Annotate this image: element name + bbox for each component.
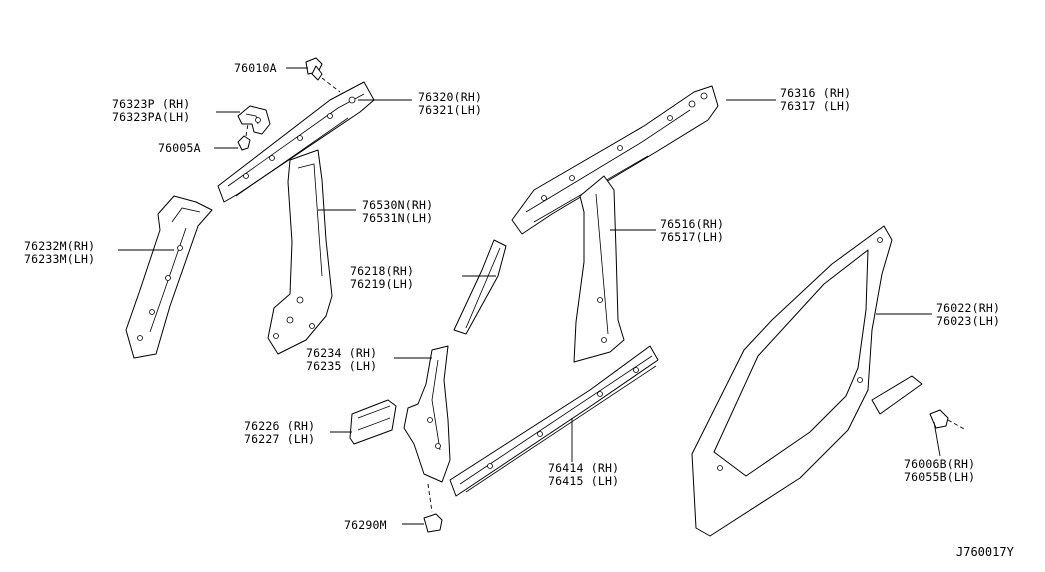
callout-label-rh: 76006B(RH) [904,457,975,471]
callout-label-lh: 76317 (LH) [780,99,851,113]
callout-label-lh: 76517(LH) [660,230,724,244]
callout-label-rh: 76232M(RH) [24,239,95,253]
part-76218-reinforcement-strip [453,239,507,335]
callout-label-lh: 76323PA(LH) [112,110,190,124]
callout-label-lh: 76055B(LH) [904,470,975,484]
part-76226-plate [349,399,397,445]
part-76516-center-pillar [573,175,625,363]
callout-label-rh: 76234 (RH) [306,346,377,360]
callout-76323P: 76323P (RH) 76323PA(LH) [112,97,190,124]
callout-label-rh: 76218(RH) [350,264,414,278]
part-76323P-bracket [237,105,271,135]
callout-label-lh: 76415 (LH) [548,474,619,488]
callout-76234: 76234 (RH) 76235 (LH) [306,346,377,373]
callout-label-lh: 76235 (LH) [306,359,377,373]
callout-76290M: 76290M [344,518,387,532]
callout-76022: 76022(RH) 76023(LH) [936,301,1000,328]
part-76005A-clip [237,123,251,151]
callout-76010A: 76010A [234,61,277,75]
callout-76316: 76316 (RH) 76317 (LH) [780,86,851,113]
part-76234-lower-pillar [403,345,451,483]
callout-label-rh: 76320(RH) [418,90,482,104]
callout-label-lh: 76531N(LH) [362,211,433,225]
part-76232M-front-pillar [125,195,213,359]
part-76316-roof-rail [511,85,719,235]
callout-label-rh: 76323P (RH) [112,97,190,111]
callout-label: 76290M [344,518,387,532]
callout-label-rh: 76316 (RH) [780,86,851,100]
callout-76414: 76414 (RH) 76415 (LH) [548,461,619,488]
callout-76516: 76516(RH) 76517(LH) [660,217,724,244]
callout-label-lh: 76023(LH) [936,314,1000,328]
part-76530N-center-pillar [267,149,333,355]
callout-label-rh: 76226 (RH) [244,419,315,433]
callout-76530N: 76530N(RH) 76531N(LH) [362,198,433,225]
callout-76218: 76218(RH) 76219(LH) [350,264,414,291]
callout-label-rh: 76516(RH) [660,217,724,231]
callout-76005A: 76005A [158,141,201,155]
part-76022-body-side-outer [691,225,923,537]
callout-label-rh: 76530N(RH) [362,198,433,212]
callout-label-lh: 76321(LH) [418,103,482,117]
callout-label-rh: 76414 (RH) [548,461,619,475]
callout-76006B: 76006B(RH) 76055B(LH) [904,457,975,484]
callout-76226: 76226 (RH) 76227 (LH) [244,419,315,446]
callout-label-lh: 76227 (LH) [244,432,315,446]
diagram-code: J760017Y [956,545,1015,559]
callout-label: 76005A [158,141,201,155]
callout-label-lh: 76219(LH) [350,277,414,291]
callout-76232M: 76232M(RH) 76233M(LH) [24,239,95,266]
part-76006B-clip [929,409,967,431]
leader-lines [118,67,941,525]
part-76290M-clip [423,483,443,533]
part-76320-roof-rail [217,81,375,203]
callout-76320: 76320(RH) 76321(LH) [418,90,482,117]
part-76010A-bolt [305,57,341,93]
callout-label-rh: 76022(RH) [936,301,1000,315]
callout-label-lh: 76233M(LH) [24,252,95,266]
callout-label: 76010A [234,61,277,75]
part-76414-side-sill [449,345,659,497]
